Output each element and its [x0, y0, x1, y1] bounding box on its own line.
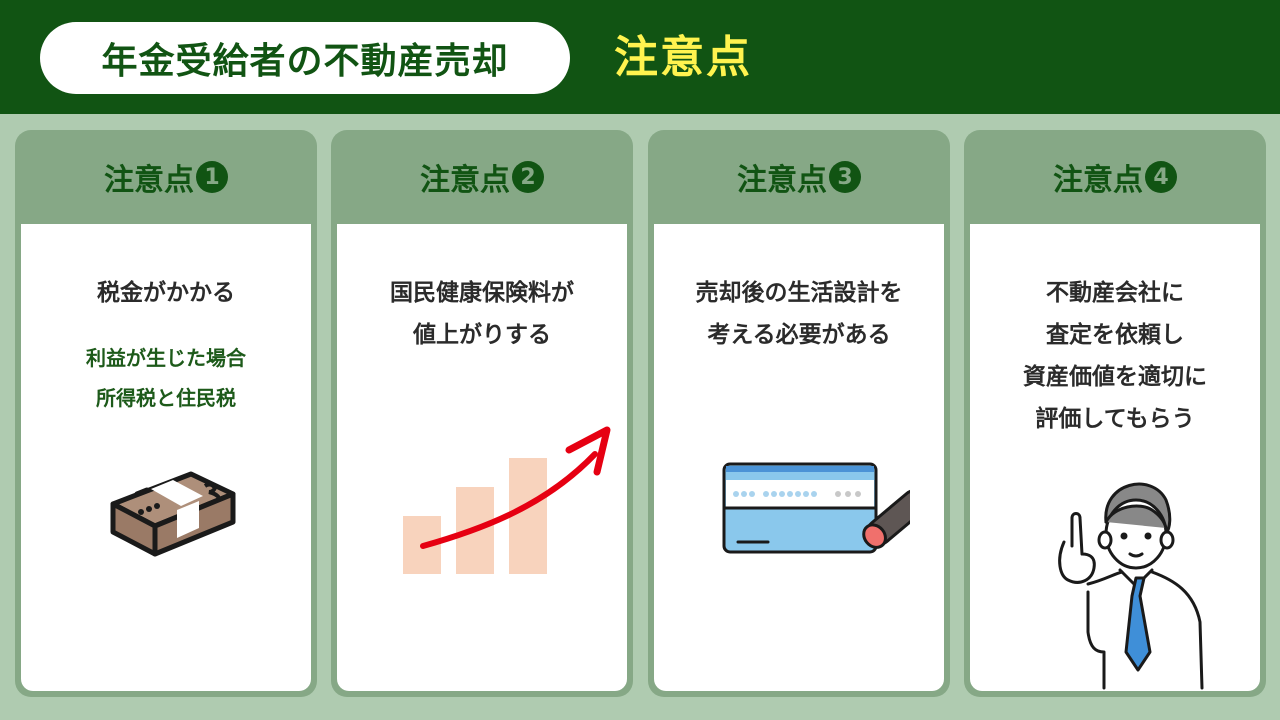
- rising-chart-icon: [403, 426, 611, 574]
- card-and-pen-icon: [722, 462, 910, 554]
- card-body: 不動産会社に 査定を依頼し 資産価値を適切に 評価してもらう: [970, 224, 1260, 691]
- money-bundle-icon: [110, 471, 236, 557]
- businessman-pointing-icon: [1058, 482, 1204, 690]
- card-main-text: 国民健康保険料が 値上がりする: [390, 280, 574, 348]
- card-sub-text: 利益が生じた場合 所得税と住民税: [86, 346, 246, 410]
- card-main-text: 不動産会社に 査定を依頼し 資産価値を適切に 評価してもらう: [1023, 280, 1207, 432]
- card-body: 税金がかかる 利益が生じた場合 所得税と住民税: [21, 224, 311, 691]
- page-title-highlight: 注意点: [614, 32, 752, 83]
- card-body: 売却後の生活設計を 考える必要がある: [654, 224, 944, 691]
- number-badge: 2: [512, 161, 544, 193]
- page-title: 年金受給者の不動産売却: [40, 22, 570, 94]
- card-main-text: 売却後の生活設計を 考える必要がある: [695, 280, 903, 348]
- number-badge: 4: [1145, 161, 1177, 193]
- card-body: 国民健康保険料が 値上がりする: [337, 224, 627, 691]
- number-badge: 3: [829, 161, 861, 193]
- header-bar: 年金受給者の不動産売却 注意点: [0, 0, 1280, 114]
- number-badge: 1: [196, 161, 228, 193]
- card-main-text: 税金がかかる: [97, 280, 235, 306]
